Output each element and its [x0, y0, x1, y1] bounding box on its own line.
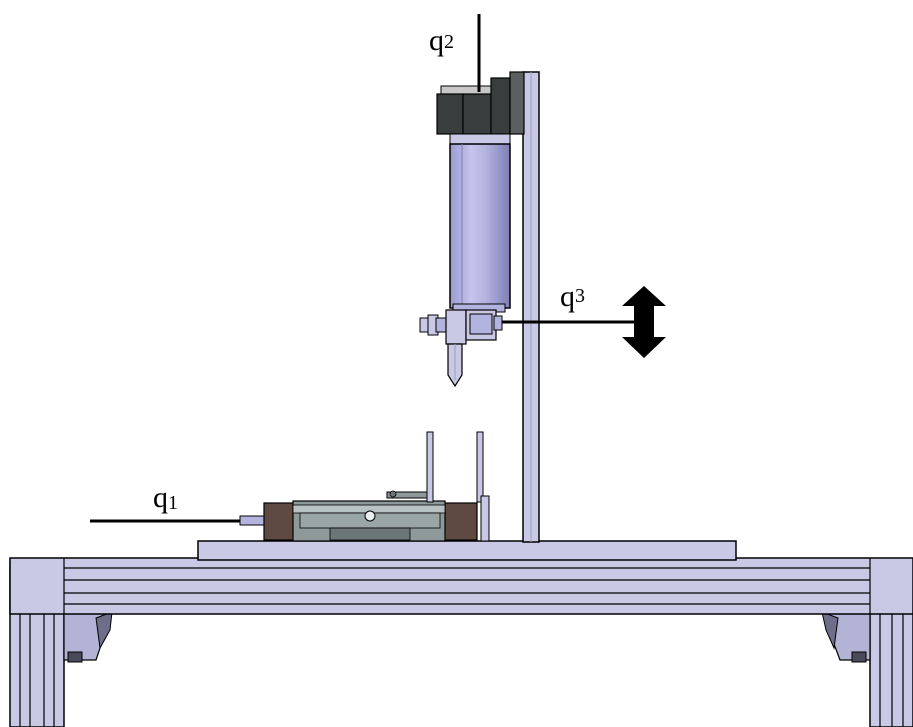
label-q1: q1 — [153, 481, 178, 514]
spindle-cylinder — [449, 143, 511, 313]
double-arrow-vertical-icon — [622, 286, 666, 358]
fixture-uprights — [426, 431, 490, 542]
leader-lines — [90, 14, 637, 523]
top-mount-block — [436, 71, 525, 145]
label-q3-sub: 3 — [575, 285, 585, 307]
table-frame — [9, 557, 913, 727]
svg-text:q2: q2 — [429, 24, 454, 57]
label-q2: q2 — [429, 24, 454, 57]
label-q2-sub: 2 — [444, 31, 454, 53]
svg-text:q3: q3 — [560, 280, 585, 313]
left-gusset — [63, 611, 113, 663]
slide-rod — [239, 515, 267, 526]
vertical-column — [522, 71, 540, 543]
label-q3-base: q — [560, 280, 575, 313]
svg-text:q1: q1 — [153, 481, 178, 514]
right-gusset — [821, 611, 871, 663]
base-plate — [197, 540, 737, 561]
top-beam — [9, 557, 913, 615]
label-q3: q3 — [560, 280, 585, 313]
linear-slide — [239, 490, 478, 542]
tool-head — [419, 309, 503, 388]
label-q1-base: q — [153, 481, 168, 514]
label-q2-base: q — [429, 24, 444, 57]
label-q1-sub: 1 — [168, 492, 178, 514]
